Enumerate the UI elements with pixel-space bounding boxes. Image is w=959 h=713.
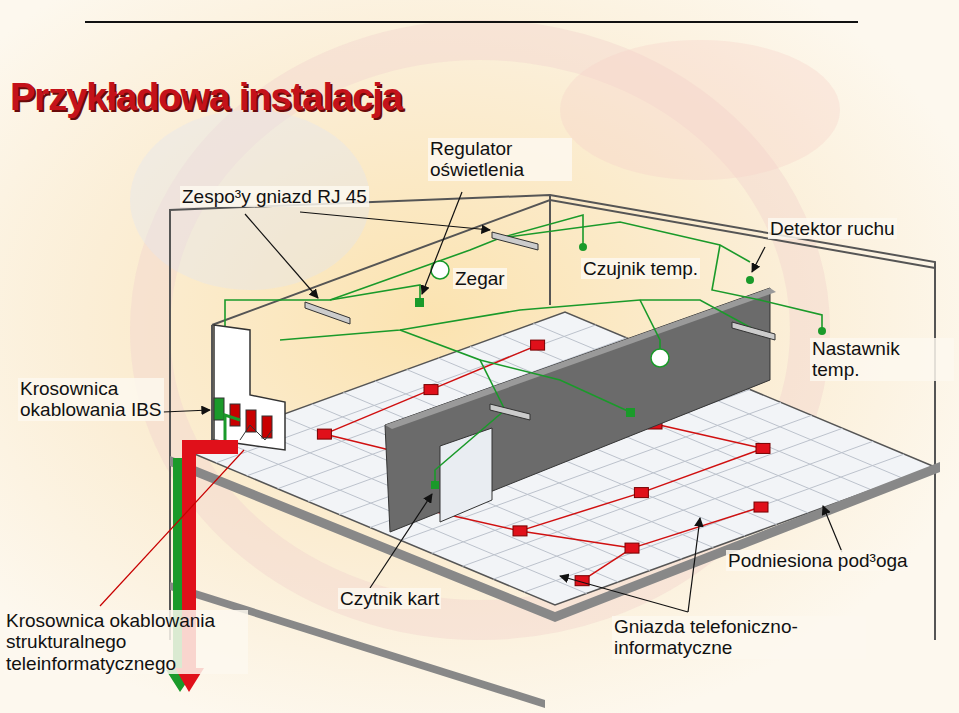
callout-label: Czytnik kart <box>338 588 441 609</box>
top-rule <box>85 21 858 23</box>
floor-cable <box>520 493 641 531</box>
leader-lines <box>100 192 842 612</box>
callout-label: Podniesiona pod³oga <box>726 550 910 571</box>
background-blot <box>560 40 840 180</box>
callout-label: Zespo³y gniazd RJ 45 <box>180 186 369 207</box>
room-outline <box>170 195 935 640</box>
callout-label: Krosownica okablowania strukturalnego te… <box>4 610 248 674</box>
ceiling-wiring <box>225 215 822 484</box>
floor-socket <box>424 385 438 395</box>
callout-label: Czujnik temp. <box>581 258 700 279</box>
floor-socket <box>531 340 545 350</box>
callout-label: Nastawnik temp. <box>810 338 954 381</box>
floor-socket <box>513 526 527 536</box>
callout-label: Gniazda telefoniczno-informatyczne <box>612 616 866 659</box>
callout-label: Krosownica okablowania IBS <box>18 378 164 421</box>
ibs-patch-panel <box>214 325 285 450</box>
partition-wall <box>385 288 776 532</box>
floor-cable <box>641 448 763 492</box>
callout-label: Zegar <box>453 268 507 289</box>
title: Przykładowa instalacja <box>10 76 402 119</box>
light-fixtures <box>305 232 775 420</box>
callout-label: Detektor ruchu <box>768 218 897 239</box>
devices <box>415 243 826 489</box>
background-blot <box>130 110 370 290</box>
floor-socket <box>756 443 770 453</box>
floor-grid-line <box>524 454 904 592</box>
floor-socket <box>634 488 648 498</box>
callout-label: Regulator oświetlenia <box>428 138 572 181</box>
floor-socket <box>317 429 331 439</box>
floor-socket <box>754 502 768 512</box>
floor-cable <box>655 424 763 448</box>
floor-socket <box>625 543 639 553</box>
floor-cable <box>520 531 632 548</box>
floor-slab <box>170 456 940 708</box>
